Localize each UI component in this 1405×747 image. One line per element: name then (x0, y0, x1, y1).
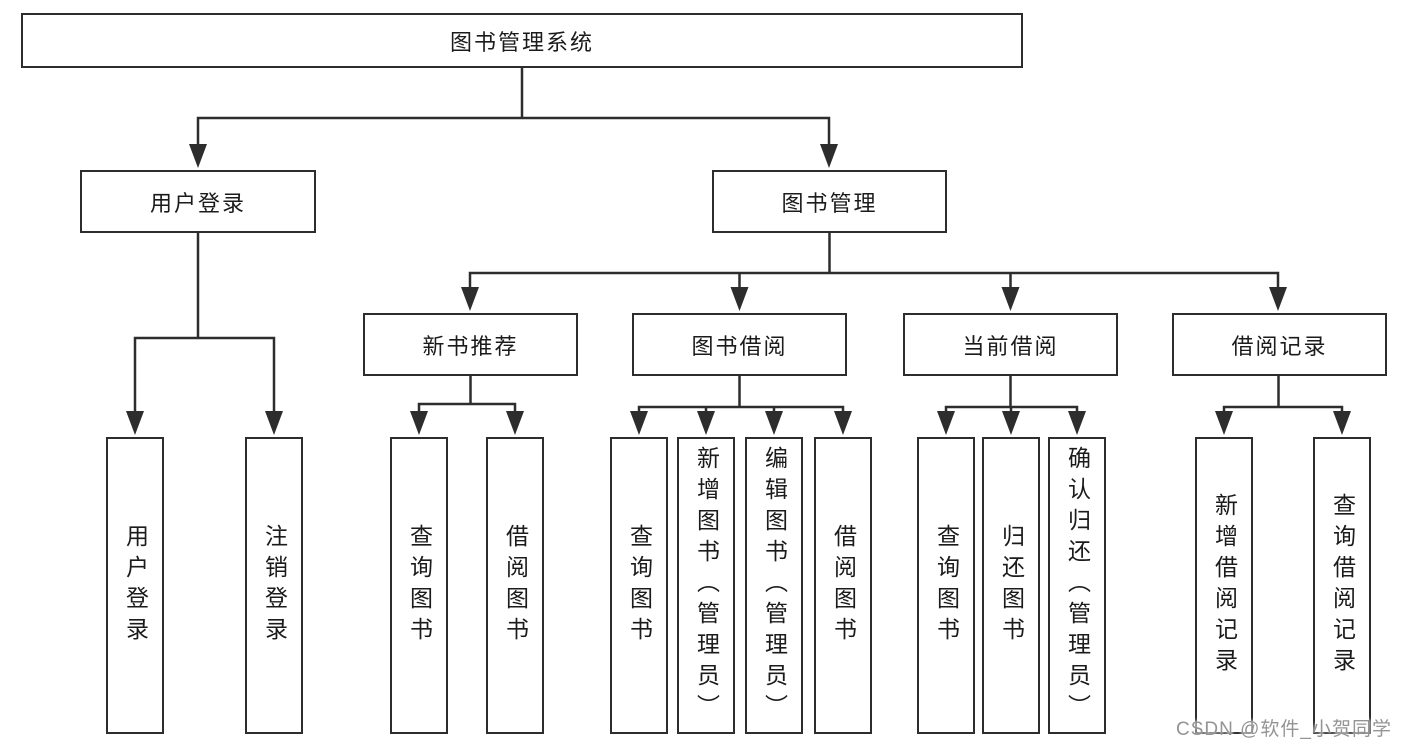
node-library-system-label: 图书管理系统 (449, 29, 594, 55)
leaf-borrow-add-book-admin-label: 新增图书（管理员） (693, 446, 720, 725)
leaf-records-query-record: 查询借阅记录 (1313, 437, 1371, 734)
csdn-watermark: CSDN @软件_小贺同学 (1176, 719, 1392, 740)
leaf-borrow-query-book-label: 查询图书 (626, 523, 653, 648)
leaf-current-return-book: 归还图书 (982, 437, 1040, 734)
node-borrow-records: 借阅记录 (1172, 313, 1387, 376)
leaf-logout: 注销登录 (245, 437, 303, 734)
node-book-management-label: 图书管理 (781, 190, 878, 216)
node-current-borrow: 当前借阅 (903, 313, 1118, 376)
leaf-borrow-query-book: 查询图书 (610, 437, 668, 734)
node-book-management: 图书管理 (712, 170, 947, 233)
leaf-current-return-book-label: 归还图书 (998, 523, 1025, 648)
leaf-current-query-book: 查询图书 (917, 437, 975, 734)
leaf-recommend-borrow-book-label: 借阅图书 (502, 523, 529, 648)
leaf-borrow-borrow-book-label: 借阅图书 (830, 523, 857, 648)
leaf-logout-label: 注销登录 (261, 523, 288, 648)
node-book-borrow-label: 图书借阅 (691, 333, 788, 359)
leaf-recommend-borrow-book: 借阅图书 (486, 437, 544, 734)
leaf-user-login: 用户登录 (106, 437, 164, 734)
leaf-borrow-borrow-book: 借阅图书 (814, 437, 872, 734)
leaf-records-query-record-label: 查询借阅记录 (1329, 492, 1356, 679)
node-book-borrow: 图书借阅 (632, 313, 847, 376)
node-current-borrow-label: 当前借阅 (962, 333, 1059, 359)
node-new-book-recommend: 新书推荐 (363, 313, 578, 376)
leaf-current-query-book-label: 查询图书 (933, 523, 960, 648)
leaf-borrow-edit-book-admin: 编辑图书（管理员） (745, 437, 803, 734)
leaf-recommend-query-book-label: 查询图书 (406, 523, 433, 648)
leaf-current-confirm-return-admin: 确认归还（管理员） (1048, 437, 1106, 734)
leaf-recommend-query-book: 查询图书 (390, 437, 448, 734)
leaf-user-login-label: 用户登录 (122, 523, 149, 648)
node-user-login: 用户登录 (80, 170, 316, 233)
leaf-records-add-record: 新增借阅记录 (1195, 437, 1253, 734)
arrowheads (126, 144, 1351, 435)
node-user-login-label: 用户登录 (149, 190, 246, 216)
node-library-system: 图书管理系统 (21, 13, 1023, 68)
node-borrow-records-label: 借阅记录 (1231, 333, 1328, 359)
leaf-borrow-add-book-admin: 新增图书（管理员） (677, 437, 735, 734)
node-new-book-recommend-label: 新书推荐 (422, 333, 519, 359)
leaf-current-confirm-return-admin-label: 确认归还（管理员） (1064, 446, 1091, 725)
leaf-records-add-record-label: 新增借阅记录 (1211, 492, 1238, 679)
leaf-borrow-edit-book-admin-label: 编辑图书（管理员） (761, 446, 788, 725)
